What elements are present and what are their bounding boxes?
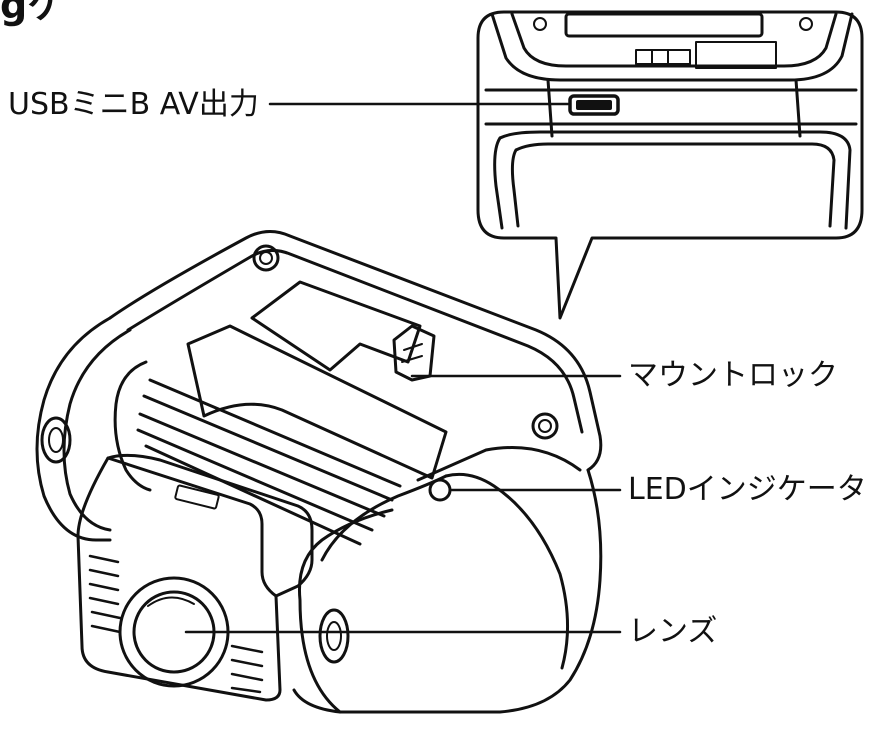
left-side-cylinder-inner: [62, 328, 132, 532]
roller-ridges: [136, 378, 402, 546]
mount-recess: [250, 280, 422, 372]
left-side-knob: [40, 416, 72, 464]
inset-housing-inner: [510, 12, 838, 68]
left-vent-grille: [88, 554, 122, 634]
screw-right: [531, 412, 559, 440]
lens-housing: [76, 456, 282, 702]
mount-lock-latch: [392, 324, 436, 382]
lens-highlight: [147, 596, 195, 607]
inset-housing-bottom: [493, 130, 852, 230]
usb-port-inner: [576, 100, 612, 110]
section-heading-fragment: gケ: [0, 0, 66, 27]
right-side-knob: [318, 608, 350, 664]
mount-lock-detail: [401, 343, 423, 363]
screw-top-inner: [259, 251, 273, 265]
housing-slot: [174, 484, 220, 510]
label-led-indicator: LEDインジケータ: [628, 472, 867, 507]
top-plate-outline: [108, 230, 603, 472]
left-side-cylinder: [35, 316, 112, 542]
inset-screw-left: [533, 17, 547, 31]
usb-port-inset: [476, 10, 864, 320]
inset-latch-detail: [635, 49, 691, 65]
screw-top: [252, 244, 280, 272]
front-roller: [186, 324, 448, 480]
right-side-shell: [297, 508, 394, 714]
inset-housing-top: [490, 12, 854, 82]
label-usb-av-output: USBミニB AV出力: [8, 87, 259, 122]
right-vent-grille: [230, 644, 264, 694]
inset-band: [484, 78, 858, 138]
inset-callout-frame: [476, 10, 864, 320]
inset-screw-right: [799, 17, 813, 31]
inset-latch: [695, 41, 777, 69]
led-indicator: [428, 478, 452, 502]
usb-port-shape: [568, 94, 620, 116]
inset-slot: [564, 12, 764, 38]
label-lens: レンズ: [628, 614, 718, 649]
label-mount-lock: マウントロック: [628, 358, 838, 393]
lens-housing-top: [106, 453, 314, 598]
left-side-knob-inner: [48, 427, 64, 453]
inset-housing-bottom-inner: [510, 142, 836, 228]
dashcam-body: [35, 230, 603, 714]
right-side-knob-inner: [326, 621, 342, 651]
right-side-cylinder-inner: [444, 472, 569, 670]
right-side-cylinder: [292, 468, 603, 714]
screw-right-inner: [538, 419, 552, 433]
roller-side: [113, 360, 152, 492]
